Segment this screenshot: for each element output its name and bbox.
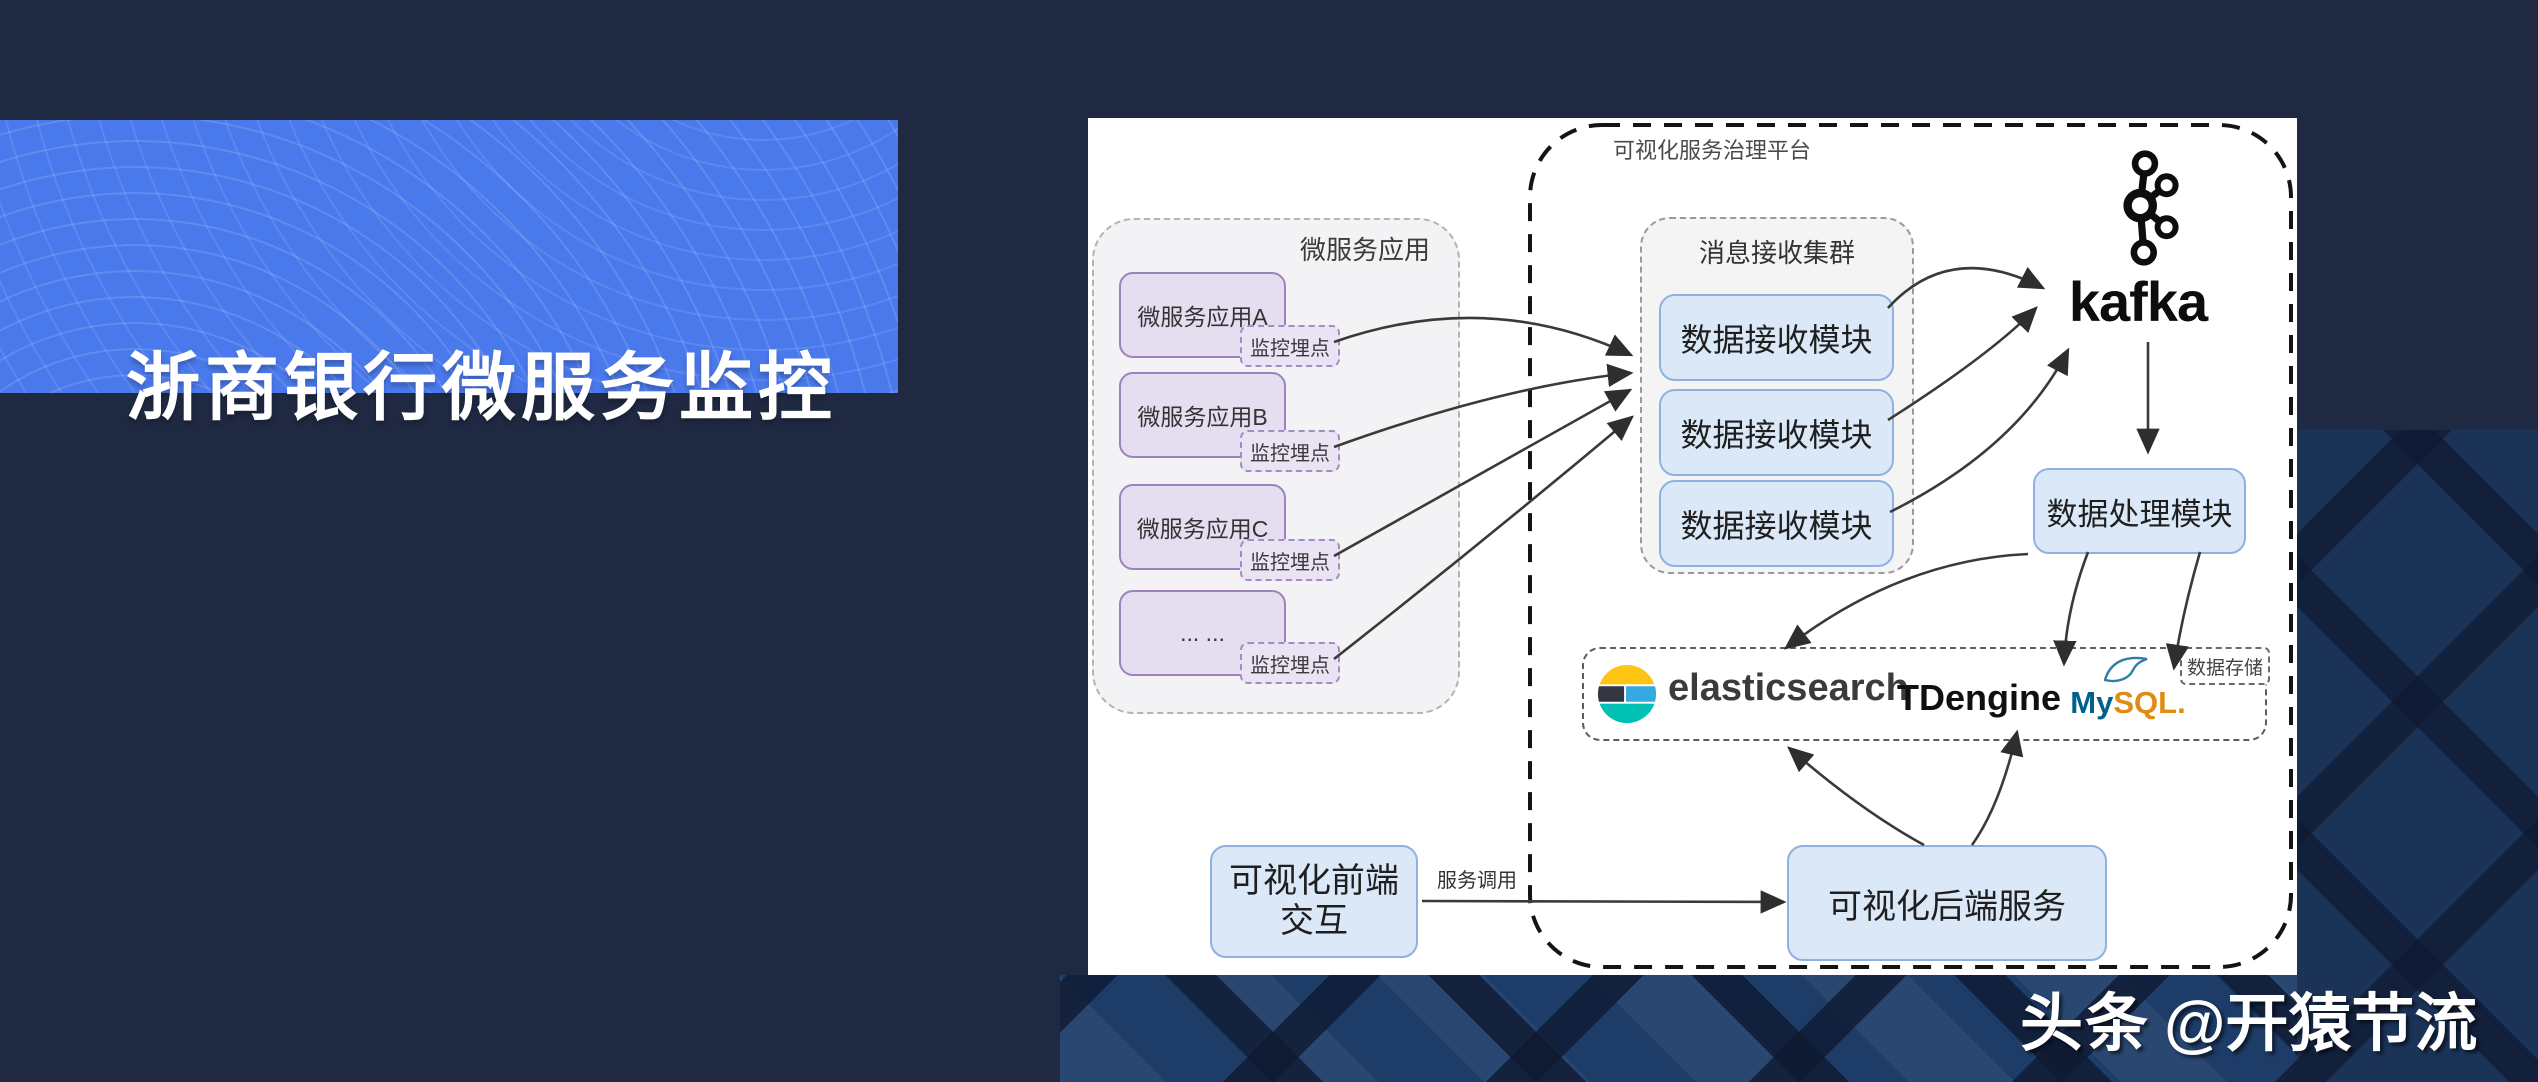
watermark-platform: 头条 (2020, 989, 2150, 1059)
lattice-pattern-right (2297, 430, 2538, 1082)
elasticsearch-wordmark: elasticsearch (1668, 667, 1909, 709)
message-cluster: 消息接收集群 数据接收模块 数据接收模块 数据接收模块 (1640, 217, 1914, 574)
architecture-diagram: 微服务应用 微服务应用A 微服务应用B 微服务应用C ... ... 监控埋点 … (1088, 118, 2297, 975)
watermark: 头条@开猿节流 (2020, 973, 2477, 1064)
microservices-group-label: 微服务应用 (1300, 235, 1431, 265)
mysql-wordmark: MySQL. (2070, 685, 2186, 721)
microservices-group: 微服务应用 微服务应用A 微服务应用B 微服务应用C ... ... 监控埋点 … (1092, 218, 1460, 714)
data-receive-module-3: 数据接收模块 (1659, 480, 1894, 567)
data-receive-module-1: 数据接收模块 (1659, 294, 1894, 381)
service-call-label: 服务调用 (1437, 870, 1517, 892)
arrow-backend-to-elasticsearch (1787, 746, 1925, 847)
elasticsearch-logo-icon (1597, 664, 1657, 724)
monitor-tracking-badge: 监控埋点 (1240, 539, 1340, 581)
monitor-tracking-badge: 监控埋点 (1240, 642, 1340, 684)
visual-backend-box: 可视化后端服务 (1787, 845, 2107, 961)
arrow-frontend-to-backend (1421, 890, 1787, 914)
monitor-tracking-badge: 监控埋点 (1240, 430, 1340, 472)
data-storage-tag: 数据存储 (2180, 647, 2270, 685)
monitor-tracking-badge: 监控埋点 (1240, 325, 1340, 367)
message-cluster-label: 消息接收集群 (1698, 238, 1855, 268)
mysql-logo: MySQL. (2070, 649, 2186, 737)
data-receive-module-2: 数据接收模块 (1659, 389, 1894, 476)
kafka-logo-icon (2123, 150, 2179, 266)
lattice-pattern-bottom (1060, 975, 2538, 1082)
kafka-wordmark: kafka (2068, 270, 2208, 333)
mysql-wordmark-my: My (2070, 685, 2114, 720)
mysql-dolphin-icon (2104, 656, 2148, 683)
tdengine-wordmark: TDengine (1897, 677, 2062, 718)
data-storage-group: elasticsearch TDengine MySQL. 数据存储 (1582, 647, 2270, 741)
governance-platform-label: 可视化服务治理平台 (1613, 138, 1812, 163)
slide-title: 浙商银行微服务监控 (126, 346, 837, 429)
title-banner: 浙商银行微服务监控 (0, 120, 898, 429)
data-processing-module: 数据处理模块 (2033, 468, 2246, 554)
mysql-wordmark-sql: SQL. (2113, 685, 2186, 720)
arrow-backend-to-tdengine (1970, 729, 2024, 846)
visual-frontend-box: 可视化前端交互 (1210, 845, 1418, 958)
watermark-handle: @开猿节流 (2164, 989, 2478, 1059)
microservice-app-b: 微服务应用B (1119, 372, 1286, 458)
